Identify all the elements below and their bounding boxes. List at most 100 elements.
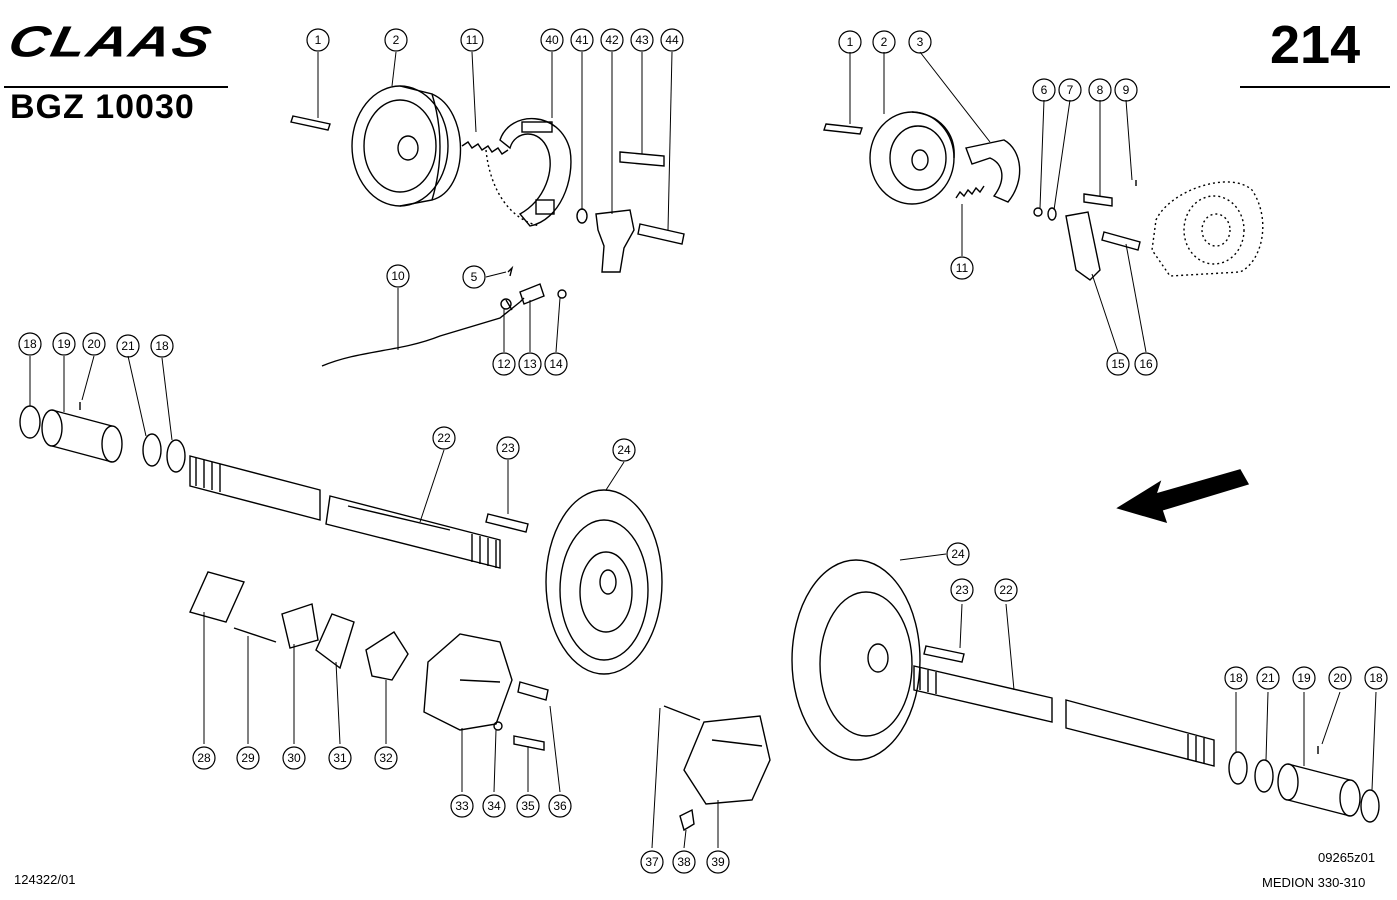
pin-part	[823, 123, 863, 135]
svg-text:20: 20	[87, 337, 101, 351]
callout-1: 1	[838, 30, 862, 54]
svg-text:3: 3	[917, 35, 924, 49]
callout-22: 22	[994, 578, 1018, 602]
callout-20: 20	[1328, 666, 1352, 690]
callout-36: 36	[548, 794, 572, 818]
callout-11: 11	[460, 28, 484, 52]
bolt-part	[1101, 231, 1141, 251]
bearing-sleeve-part	[41, 409, 123, 463]
clevis-part	[519, 283, 545, 305]
callout-18: 18	[18, 332, 42, 356]
nut-part	[500, 298, 512, 310]
machine-model: MEDION 330-310	[1262, 875, 1366, 890]
svg-text:21: 21	[1261, 671, 1275, 685]
ring-part	[1047, 207, 1057, 221]
callout-5: 5	[462, 265, 486, 289]
spring-clip-part	[281, 603, 319, 649]
svg-text:30: 30	[287, 751, 301, 765]
svg-text:41: 41	[575, 33, 589, 47]
callout-18: 18	[1224, 666, 1248, 690]
spring-part	[461, 141, 509, 155]
splined-shaft-part	[913, 665, 1215, 767]
bolt-part	[557, 289, 567, 299]
pin-part	[619, 151, 665, 167]
callout-18: 18	[150, 334, 174, 358]
callout-29: 29	[236, 746, 260, 770]
callout-35: 35	[516, 794, 540, 818]
svg-text:28: 28	[197, 751, 211, 765]
brake-drum-part	[351, 85, 462, 207]
callout-1: 1	[306, 28, 330, 52]
ring-part	[142, 433, 162, 467]
svg-text:24: 24	[951, 547, 965, 561]
svg-text:18: 18	[23, 337, 37, 351]
header-rule-right	[1240, 86, 1390, 88]
lever-part	[595, 209, 635, 273]
callout-30: 30	[282, 746, 306, 770]
callout-37: 37	[640, 850, 664, 874]
callout-19: 19	[1292, 666, 1316, 690]
svg-text:14: 14	[549, 357, 563, 371]
callout-39: 39	[706, 850, 730, 874]
ring-part	[1254, 759, 1274, 793]
brake-drum-part	[869, 111, 955, 205]
callout-14: 14	[544, 352, 568, 376]
caliper-part	[683, 715, 771, 805]
callout-34: 34	[482, 794, 506, 818]
bleed-nipple-part	[679, 808, 695, 832]
svg-text:6: 6	[1041, 83, 1048, 97]
circlip-part	[166, 439, 186, 473]
svg-text:1: 1	[315, 33, 322, 47]
bolt-part	[1083, 193, 1113, 207]
svg-text:34: 34	[487, 799, 501, 813]
svg-text:43: 43	[635, 33, 649, 47]
callout-38: 38	[672, 850, 696, 874]
callout-11: 11	[950, 256, 974, 280]
svg-text:31: 31	[333, 751, 347, 765]
svg-text:2: 2	[393, 33, 400, 47]
callout-15: 15	[1106, 352, 1130, 376]
key-part	[485, 513, 529, 533]
callout-20: 20	[82, 332, 106, 356]
svg-text:13: 13	[523, 357, 537, 371]
svg-text:37: 37	[645, 855, 659, 869]
callout-3: 3	[908, 30, 932, 54]
callout-33: 33	[450, 794, 474, 818]
svg-text:23: 23	[501, 441, 515, 455]
leader-lines	[29, 51, 1377, 849]
split-pin-part	[507, 265, 514, 277]
svg-text:7: 7	[1067, 83, 1074, 97]
svg-text:20: 20	[1333, 671, 1347, 685]
callout-13: 13	[518, 352, 542, 376]
bleed-screw-part	[663, 705, 701, 721]
svg-text:8: 8	[1097, 83, 1104, 97]
model-code: BGZ 10030	[10, 88, 195, 126]
caliper-part	[423, 633, 513, 731]
callout-9: 9	[1114, 78, 1138, 102]
callout-19: 19	[52, 332, 76, 356]
svg-text:40: 40	[545, 33, 559, 47]
callout-8: 8	[1088, 78, 1112, 102]
splined-shaft-part	[189, 455, 501, 569]
circlip-part	[1360, 789, 1380, 823]
housing-part	[1151, 181, 1264, 277]
bolt-part	[517, 681, 549, 701]
svg-text:29: 29	[241, 751, 255, 765]
svg-text:11: 11	[466, 33, 479, 47]
arrow-left-down-icon	[1116, 469, 1250, 524]
drawing-code: 09265z01	[1318, 850, 1376, 865]
callout-10: 10	[386, 264, 410, 288]
bolt-part	[513, 735, 545, 751]
bearing-sleeve-part	[1277, 763, 1361, 817]
svg-text:22: 22	[437, 431, 451, 445]
callout-42: 42	[600, 28, 624, 52]
brake-disc-part	[791, 559, 921, 761]
washer-part	[493, 721, 503, 731]
callout-16: 16	[1134, 352, 1158, 376]
svg-text:33: 33	[455, 799, 469, 813]
callout-22: 22	[432, 426, 456, 450]
lever-part	[1065, 211, 1101, 281]
svg-text:2: 2	[881, 35, 888, 49]
